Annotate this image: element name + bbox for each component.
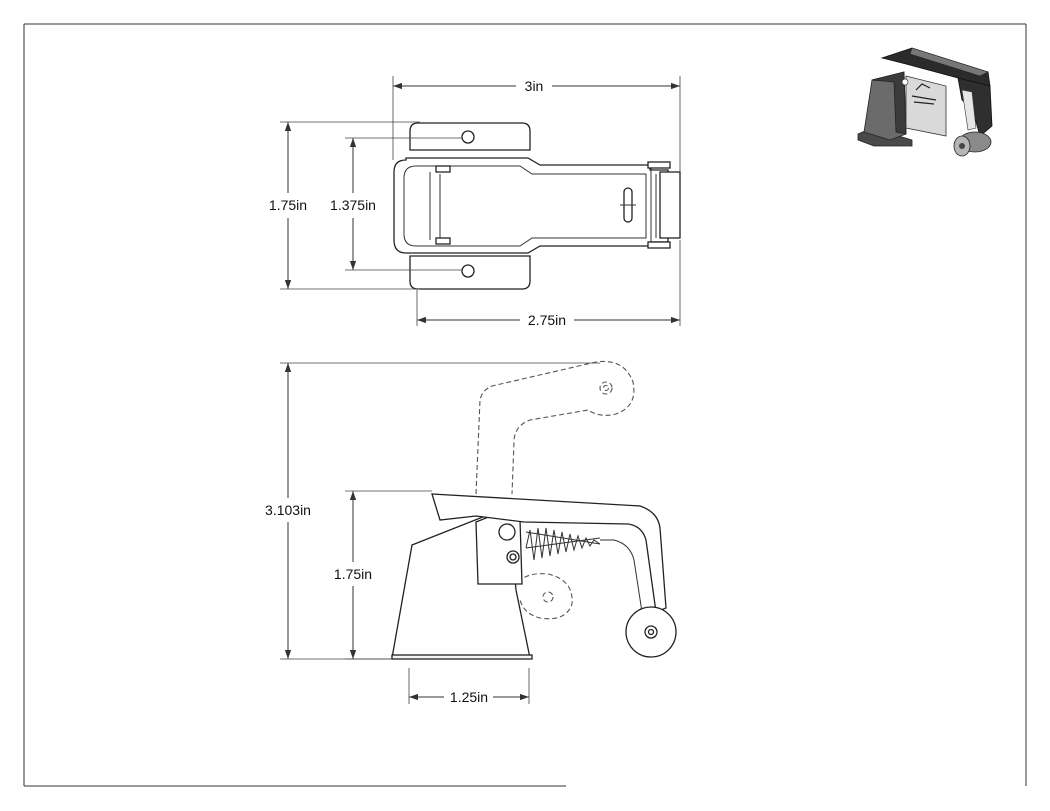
dim-side-total-height: 3.103in [265,502,311,518]
side-pivot-large [498,523,516,541]
dim-top-base-width: 2.75in [528,312,566,328]
side-dimensions: 3.103in 1.75in 1.25in [265,362,600,705]
top-roller [659,171,681,239]
isometric-view [857,47,993,157]
dim-top-height-outer: 1.75in [269,197,307,213]
dim-side-body-height: 1.75in [334,566,372,582]
side-spring [525,527,601,561]
side-lever-open-hidden [475,360,635,495]
side-lever-closed [431,493,667,613]
dim-top-overall-width: 3in [525,78,544,94]
sheet-border [23,23,1027,787]
top-bracket-inner2 [429,172,441,240]
side-view [391,360,677,660]
dim-top-height-inner: 1.375in [330,197,376,213]
top-hole-lower [461,264,475,278]
top-hole-upper [461,130,475,144]
top-view [393,122,681,290]
dim-side-base-width: 1.25in [450,689,488,705]
top-dimensions: 3in 1.75in 1.375in 2.75in [269,76,681,328]
top-bracket-outer [393,157,669,254]
top-bracket-inner [403,165,647,247]
